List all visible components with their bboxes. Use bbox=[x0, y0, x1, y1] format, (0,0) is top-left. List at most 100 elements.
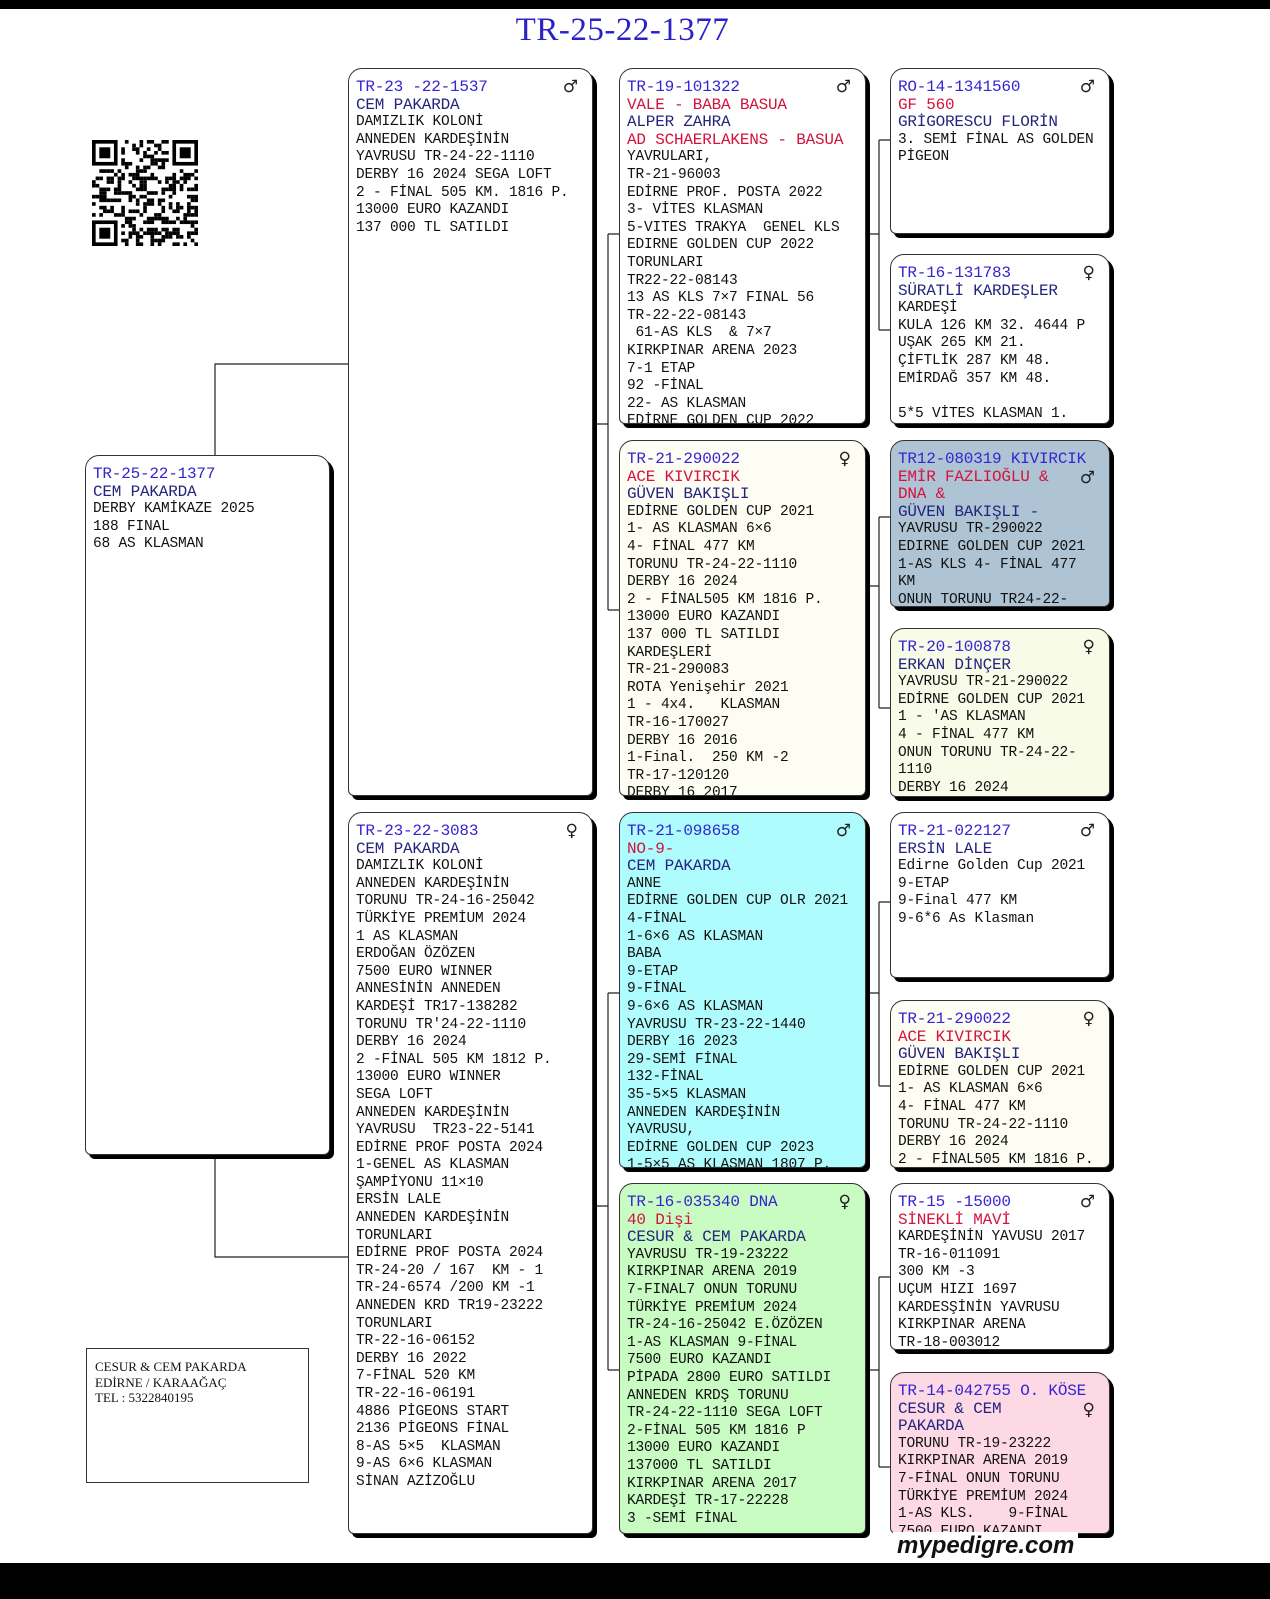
pigeon-name: NO-9- bbox=[627, 839, 675, 858]
pedigree-note: 3- VİTES KLASMAN bbox=[627, 202, 764, 219]
ring-number: TR-19-101322 bbox=[627, 78, 740, 96]
pedigree-note: ANNEDEN KARDEŞİNİN bbox=[356, 1104, 510, 1121]
pedigree-note: KARDEŞİ TR-17-22228 bbox=[627, 1493, 789, 1510]
pigeon-name: DNA & bbox=[898, 485, 946, 504]
female-symbol-icon: ♀ bbox=[838, 1192, 851, 1212]
pedigree-note: 5*5 VİTES KLASMAN 1. bbox=[898, 405, 1069, 422]
pedigree-note: TR-21-290083 bbox=[627, 662, 730, 679]
male-symbol-icon: ♂ bbox=[562, 77, 578, 97]
ring-number: TR12-080319 KIVIRCIK bbox=[898, 450, 1087, 468]
pedigree-note: YAVRUSU TR-19-23222 bbox=[627, 1246, 789, 1263]
pedigree-note: 13000 EURO KAZANDI bbox=[627, 609, 781, 626]
pedigree-note: 300 KM -3 bbox=[898, 1264, 975, 1281]
pigeon-name: ACE KIVIRCIK bbox=[898, 1027, 1011, 1046]
pigeon-name: VALE - BABA BASUA bbox=[627, 95, 787, 114]
pedigree-note: KM bbox=[898, 574, 916, 591]
ring-number: TR-21-098658 bbox=[627, 822, 740, 840]
qr-code[interactable] bbox=[92, 140, 198, 246]
pedigree-note: 132-FİNAL bbox=[627, 1069, 704, 1086]
pedigree-note: 1-GENEL AS KLASMAN bbox=[356, 1157, 510, 1174]
pedigree-note: KIRKPINAR ARENA bbox=[898, 1317, 1026, 1334]
pedigree-note: 4- FİNAL 477 KM bbox=[627, 538, 755, 555]
pedigree-note: 137 000 TL SATILDI bbox=[356, 219, 510, 236]
pedigree-note: EDİRNE PROF POSTA 2024 bbox=[356, 1245, 544, 1262]
pedigree-note: 7500 EURO WINNER bbox=[356, 963, 493, 980]
pedigree-note: DERBY 16 2024 bbox=[898, 779, 1009, 796]
pedigree-note bbox=[898, 388, 1103, 406]
pedigree-note: 7-FİNAL ONUN TORUNU bbox=[898, 1470, 1060, 1487]
pedigree-note: 4 - FİNAL 477 KM bbox=[898, 726, 1035, 743]
owner-name: CEM PAKARDA bbox=[356, 839, 460, 858]
pedigree-note: 68 AS KLASMAN bbox=[93, 536, 204, 553]
pedigree-note: ANNEDEN KRDŞ TORUNU bbox=[627, 1387, 789, 1404]
pedigree-note: TORUNLARI bbox=[356, 1315, 433, 1332]
pedigree-note: 188 FINAL bbox=[93, 518, 170, 535]
pedigree-note: 5-VITES TRAKYA GENEL KLS bbox=[627, 219, 840, 236]
pedigree-note: 2 - FİNAL505 KM 1816 P. bbox=[627, 591, 823, 608]
pedigree-note: PİPADA 2800 EURO SATILDI bbox=[627, 1369, 832, 1386]
pedigree-note: EDİRNE PROF. POSTA 2022 bbox=[627, 184, 823, 201]
ring-number: TR-20-100878 bbox=[898, 638, 1011, 656]
pedigree-note: TÜRKİYE PREMİUM 2024 bbox=[356, 910, 527, 927]
pedigree-note: 2 - FİNAL 505 KM. 1816 P. bbox=[356, 184, 569, 201]
ring-number: TR-16-035340 DNA bbox=[627, 1193, 778, 1211]
pedigree-note: DERBY 16 2023 bbox=[627, 1034, 738, 1051]
pedigree-note: ROTA Yenişehir 2021 bbox=[627, 679, 789, 696]
pigeon-name: ACE KIVIRCIK bbox=[627, 467, 740, 486]
pedigree-note: EDİRNE GOLDEN CUP 2021 bbox=[898, 1063, 1086, 1080]
pedigree-note: EDİRNE GOLDEN CUP 2023 bbox=[627, 1139, 815, 1156]
pedigree-note: ANNEDEN KRD TR19-23222 bbox=[356, 1298, 544, 1315]
male-symbol-icon: ♂ bbox=[835, 821, 851, 841]
male-symbol-icon: ♂ bbox=[835, 77, 851, 97]
pedigree-note: 13 AS KLS 7×7 FINAL 56 bbox=[627, 290, 815, 307]
pedigree-note: ERSİN LALE bbox=[356, 1192, 442, 1209]
pedigree-note: DAMIZLIK KOLONİ bbox=[356, 858, 484, 875]
top-bar bbox=[0, 0, 1270, 9]
pedigree-note: YAVRUSU TR-23-22-1440 bbox=[627, 1016, 806, 1033]
pigeon-name: SİNEKLİ MAVİ bbox=[898, 1210, 1011, 1229]
pedigree-note: YAVRUSU, bbox=[627, 1122, 696, 1139]
pedigree-note: 4-FİNAL bbox=[627, 910, 687, 927]
pigeon-name: AD SCHAERLAKENS - BASUA bbox=[627, 130, 844, 149]
pedigree-note: DERBY 16 2024 SEGA LOFT bbox=[356, 166, 552, 183]
pedigree-note: 7-FINAL7 ONUN TORUNU bbox=[627, 1281, 798, 1298]
pedigree-note: 13000 EURO KAZANDI bbox=[356, 202, 510, 219]
pedigree-note: 9-AS 6×6 KLASMAN bbox=[356, 1456, 493, 1473]
pedigree-note: 13000 EURO WINNER bbox=[356, 1069, 501, 1086]
pedigree-note: 29-SEMİ FİNAL bbox=[627, 1051, 738, 1068]
pedigree-note: TORUNU TR-24-22-1110 bbox=[898, 1116, 1069, 1133]
pedigree-note: 1-Final. 250 KM -2 bbox=[627, 750, 789, 767]
owner-name: CEM PAKARDA bbox=[93, 482, 197, 501]
pedigree-note: KIRKPINAR ARENA 2019 bbox=[898, 1453, 1069, 1470]
pedigree-note: 9-6×6 AS KLASMAN bbox=[627, 998, 764, 1015]
female-symbol-icon: ♀ bbox=[1082, 1009, 1095, 1029]
pedigree-note: 1- AS KLASMAN 6×6 bbox=[898, 1081, 1043, 1098]
pedigree-note: 22- AS KLASMAN bbox=[627, 395, 747, 412]
owner-name: ERSİN LALE bbox=[898, 839, 993, 858]
pedigree-note: 2 - FİNAL505 KM 1816 P. bbox=[898, 1151, 1094, 1168]
pedigree-note: 1-6×6 AS KLASMAN bbox=[627, 928, 764, 945]
pedigree-note: 4- FİNAL 477 KM bbox=[898, 1098, 1026, 1115]
pedigree-note: TR-18-003012 bbox=[898, 1334, 1001, 1350]
pedigree-note: KARDEŞİNİN YAVUSU 2017 bbox=[898, 1229, 1086, 1246]
owner-name: CEM PAKARDA bbox=[627, 857, 731, 876]
pedigree-note: TR-24-16-25042 E.ÖZÖZEN bbox=[627, 1317, 823, 1334]
pedigree-note: TORUNU TR'24-22-1110 bbox=[356, 1016, 527, 1033]
pedigree-note: 1-AS KLS 4- FİNAL 477 bbox=[898, 556, 1077, 573]
